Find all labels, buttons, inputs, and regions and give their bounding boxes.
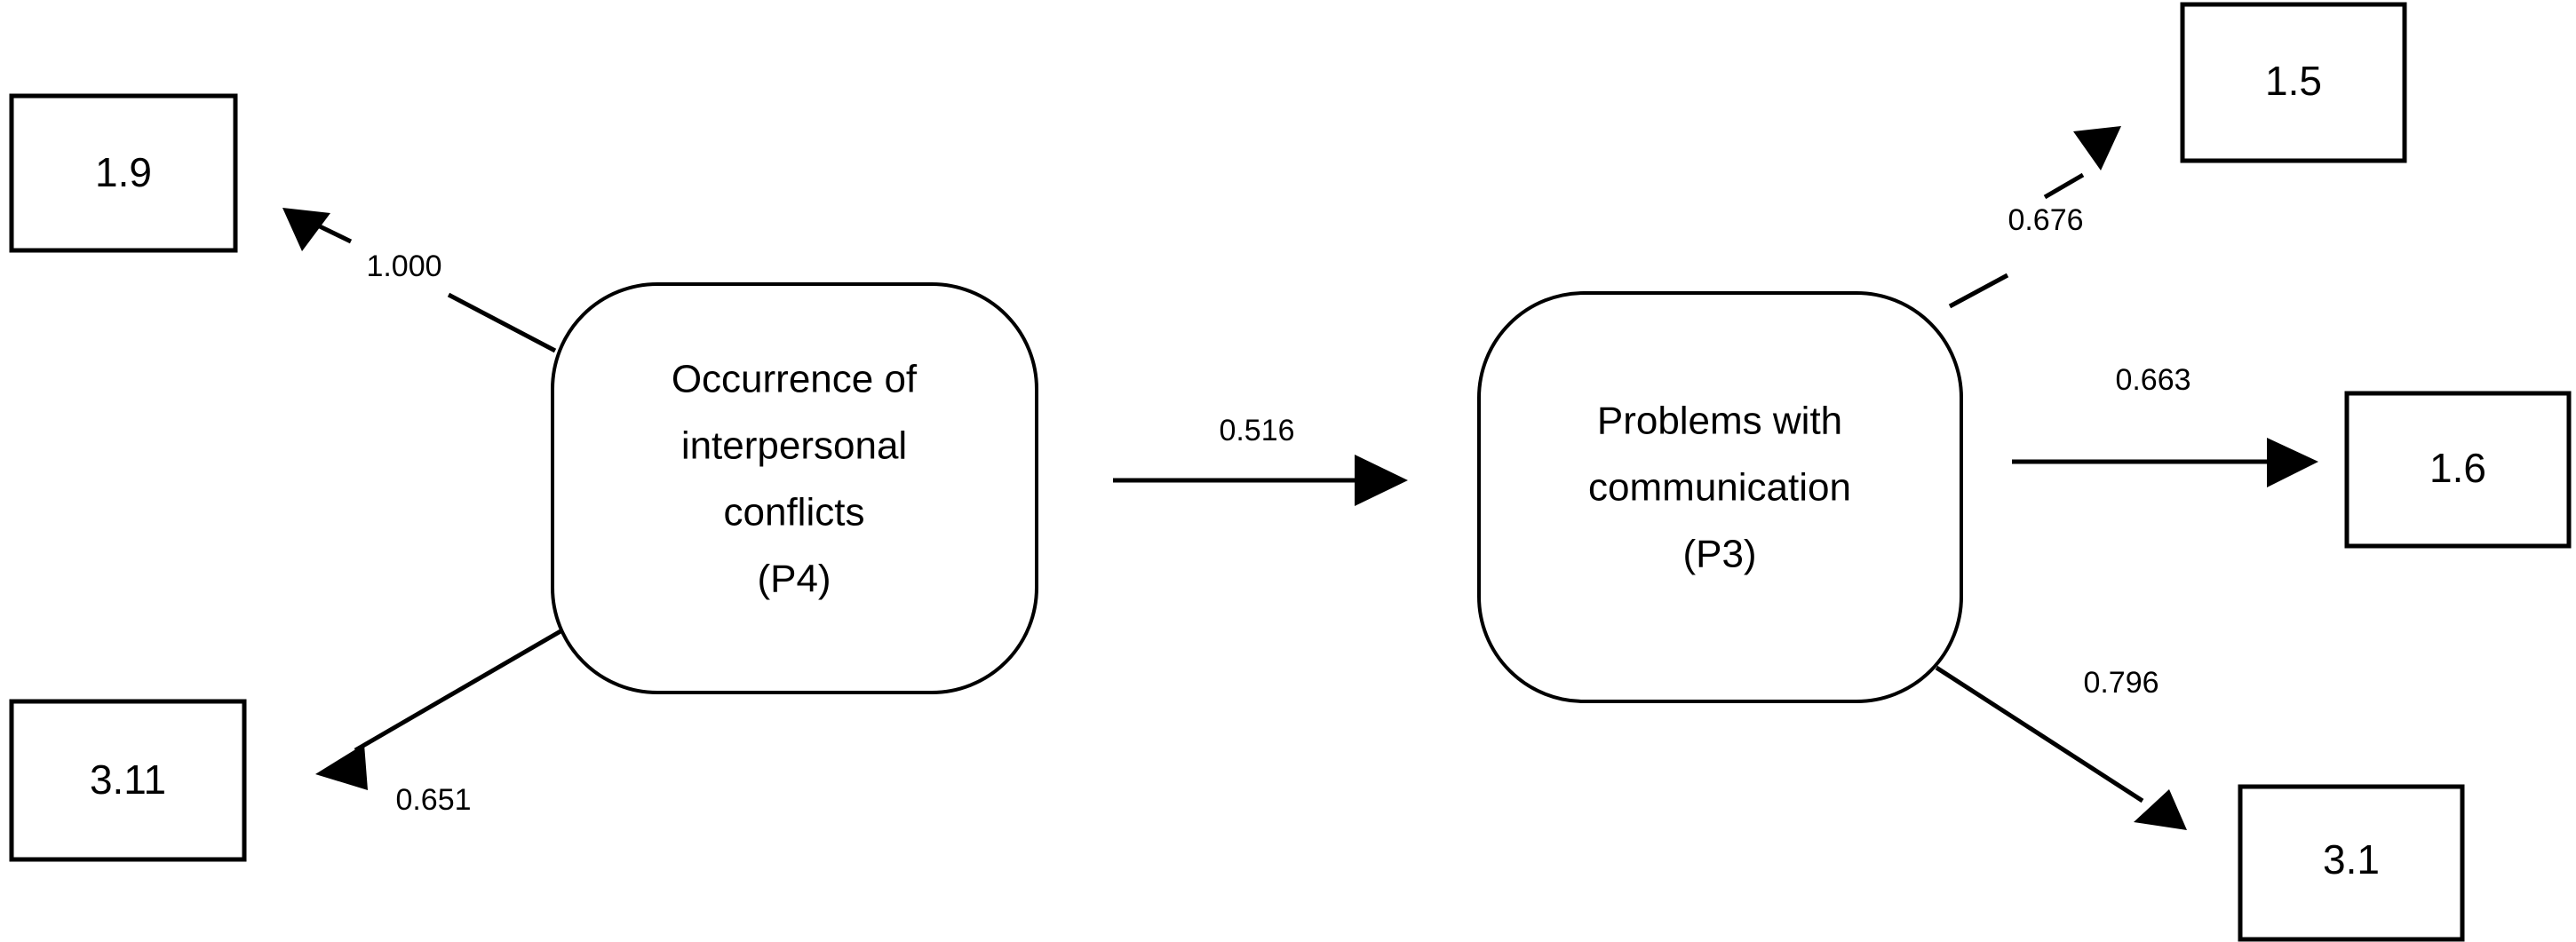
- indicator-rect: [9, 93, 238, 253]
- edge-label-1-000: 1.000: [366, 249, 441, 283]
- arrow-head-icon: [2073, 126, 2121, 170]
- indicator-label: 3.1: [2323, 836, 2380, 883]
- indicator-box-3-11[interactable]: 3.11: [9, 699, 247, 862]
- arrow-head-icon: [315, 744, 368, 790]
- edge-p3-to-1-5: 0.676: [1948, 126, 2121, 309]
- arrow-head-icon: [282, 208, 330, 251]
- indicator-box-3-1[interactable]: 3.1: [2238, 784, 2465, 942]
- edge-p3-to-1-6: 0.663: [2012, 363, 2318, 487]
- indicator-rect: [9, 699, 247, 862]
- edge-label-0-796: 0.796: [2083, 666, 2159, 700]
- edge-label-0-516: 0.516: [1219, 414, 1294, 447]
- indicator-rect: [2344, 391, 2572, 549]
- indicator-box-1-6[interactable]: 1.6: [2344, 391, 2572, 549]
- latent-node-p4[interactable]: Occurrence of interpersonal conflicts (P…: [551, 282, 1038, 694]
- indicator-label: 1.9: [95, 149, 152, 195]
- indicator-rect: [2180, 2, 2407, 163]
- latent-node-label-line-2: communication: [1588, 466, 1851, 510]
- edge-line-segment: [447, 292, 557, 353]
- indicator-box-1-5[interactable]: 1.5: [2180, 2, 2407, 163]
- indicator-box-1-9[interactable]: 1.9: [9, 93, 238, 253]
- arrow-head-icon: [2267, 438, 2318, 487]
- arrow-head-icon: [2134, 789, 2187, 830]
- indicator-rect: [2238, 784, 2465, 942]
- edge-p4-to-1-9: 1.000: [282, 208, 557, 353]
- latent-node-p3[interactable]: Problems with communication (P3): [1477, 291, 1963, 703]
- arrow-head-icon: [1355, 455, 1408, 506]
- edge-p4-to-3-11: 0.651: [315, 619, 579, 817]
- edge-label-0-663: 0.663: [2115, 363, 2190, 397]
- edge-line-segment: [1935, 665, 2144, 803]
- latent-node-label-line-1: Problems with: [1597, 400, 1842, 443]
- indicator-label: 1.6: [2429, 445, 2486, 491]
- latent-node-shape: [551, 282, 1038, 694]
- latent-node-label-line-2: interpersonal: [681, 424, 907, 468]
- indicator-label: 1.5: [2265, 58, 2322, 104]
- edge-line-segment: [354, 619, 579, 753]
- latent-node-label-line-4: (P4): [757, 558, 831, 601]
- edge-label-0-676: 0.676: [2008, 203, 2083, 237]
- edge-p3-to-3-1: 0.796: [1935, 665, 2187, 830]
- latent-node-label-line-3: (P3): [1682, 533, 1756, 576]
- latent-node-shape: [1477, 291, 1963, 703]
- edge-label-0-651: 0.651: [395, 783, 471, 817]
- latent-node-label-line-1: Occurrence of: [672, 358, 918, 401]
- edge-p4-to-p3: 0.516: [1113, 414, 1408, 506]
- edge-line-segment: [2043, 172, 2085, 200]
- latent-node-label-line-3: conflicts: [724, 491, 865, 534]
- edge-line-segment: [1948, 273, 2009, 309]
- indicator-label: 3.11: [90, 756, 166, 803]
